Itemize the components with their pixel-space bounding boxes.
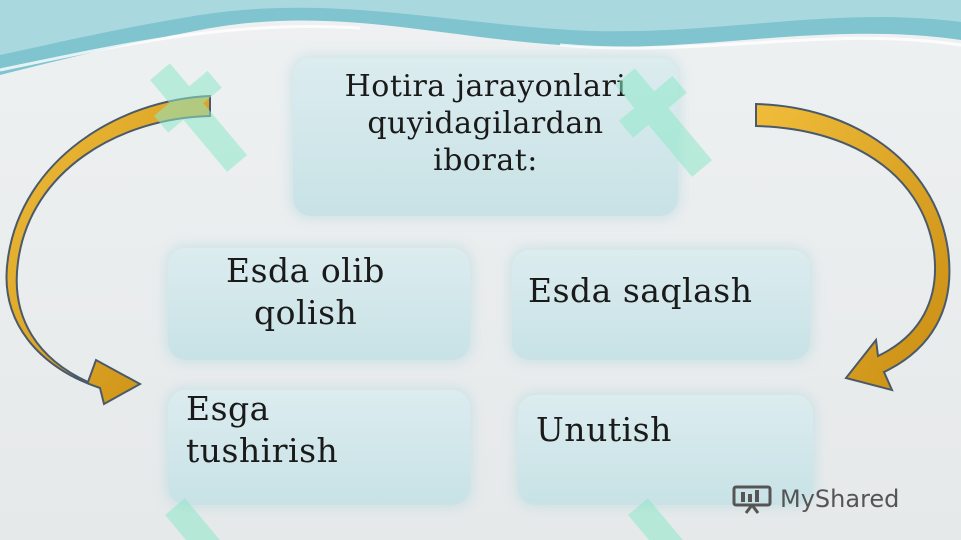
process-box-esga-tushirish: Esga tushirish [168, 388, 470, 505]
process-line: qolish [254, 293, 358, 332]
myshared-branding: MyShared [732, 482, 932, 516]
process-box-esda-olib-qolish: Esda olib qolish [168, 248, 470, 360]
process-line: Esga [186, 389, 270, 428]
myshared-label: MyShared [780, 485, 900, 513]
title-text: Hotira jarayonlari quyidagilardan iborat… [293, 68, 678, 179]
process-box-esda-saqlash: Esda saqlash [512, 250, 810, 360]
top-wave-decoration [0, 0, 961, 75]
process-line: tushirish [186, 431, 339, 470]
title-line-2: quyidagilardan [367, 106, 604, 141]
process-text: Esga tushirish [186, 388, 338, 472]
process-text: Unutish [536, 409, 672, 451]
process-line: Esda saqlash [528, 271, 753, 310]
process-line: Unutish [536, 410, 672, 449]
process-line: Esda olib [226, 251, 385, 290]
left-curved-arrow-icon [5, 94, 211, 406]
process-text: Esda olib qolish [226, 250, 385, 334]
right-curved-arrow-icon [755, 102, 951, 392]
presentation-board-icon [732, 485, 772, 514]
title-line-3: iborat: [433, 143, 538, 178]
title-line-1: Hotira jarayonlari [344, 69, 627, 104]
title-box: Hotira jarayonlari quyidagilardan iborat… [293, 58, 678, 216]
process-text: Esda saqlash [528, 270, 752, 312]
